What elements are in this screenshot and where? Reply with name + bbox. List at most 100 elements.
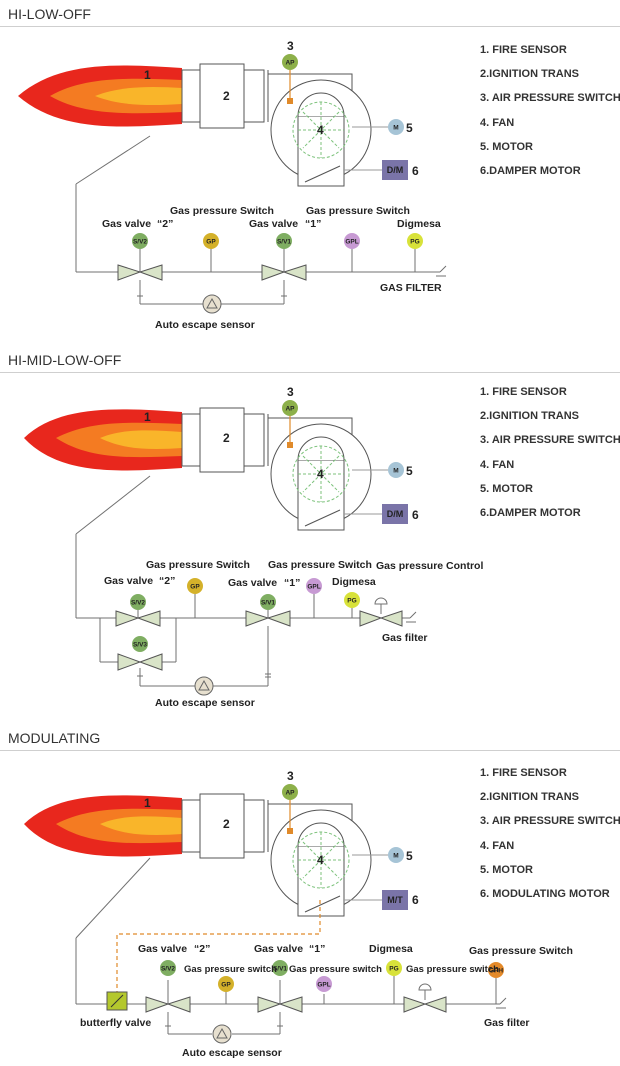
legend-item: 2.IGNITION TRANS (480, 791, 580, 804)
legend-item: 1. FIRE SENSOR (480, 44, 567, 56)
svg-text:Digmesa: Digmesa (369, 943, 413, 955)
label-1: 1 (144, 796, 151, 810)
motor (388, 119, 404, 135)
svg-text:Gas valve: Gas valve (102, 218, 151, 230)
svg-text:Gas pressure Switch: Gas pressure Switch (469, 945, 573, 957)
burner-head (181, 63, 269, 129)
svg-text:AP: AP (285, 406, 295, 413)
gas-valve-2 (117, 264, 163, 281)
svg-text:S/V2: S/V2 (131, 600, 145, 607)
legend-item: 4. FAN (480, 458, 515, 471)
svg-text:Gas pressure Switch: Gas pressure Switch (146, 559, 250, 571)
damper-motor (382, 504, 408, 524)
legend: 1. FIRE SENSOR 2.IGNITION TRANS 3. AIR P… (480, 761, 620, 906)
label-3: 3 (287, 769, 294, 783)
gpl-badge (344, 233, 360, 249)
svg-text:M: M (393, 853, 398, 860)
fan-housing (268, 417, 372, 531)
svg-text:“2”: “2” (159, 575, 175, 587)
svg-text:Gas pressure Switch: Gas pressure Switch (306, 205, 410, 217)
svg-text:Gas pressure switch: Gas pressure switch (289, 964, 382, 975)
legend-item: 6. MODULATING MOTOR (480, 888, 610, 901)
label-1: 1 (144, 410, 151, 424)
svg-text:GP: GP (190, 584, 200, 591)
air-pressure-switch (282, 54, 298, 70)
svg-text:AP: AP (285, 790, 295, 797)
svg-text:Digmesa: Digmesa (332, 576, 376, 588)
burner-head (181, 407, 269, 473)
section-hi-mid-low-off: HI-MID-LOW-OFF 1. FIRE SENSOR 2.IGNITION… (0, 346, 620, 716)
ap-label: AP (285, 60, 295, 67)
legend-item: 6.DAMPER MOTOR (480, 507, 581, 520)
label-5: 5 (406, 121, 413, 135)
auto-escape-sensor (194, 676, 214, 696)
diagram-modulating: 1 2 4 AP 3 M 5 (24, 769, 573, 1059)
svg-text:“2”: “2” (157, 218, 173, 230)
svg-text:Gas valve: Gas valve (104, 575, 153, 587)
label-6: 6 (412, 893, 419, 907)
gas-filter-label: Gas filter (484, 1017, 530, 1029)
dm-label: D/M (387, 165, 404, 175)
svg-text:Gas pressure switch: Gas pressure switch (406, 964, 499, 975)
legend-item: 3. AIR PRESSURE SWITCH (480, 92, 620, 105)
svg-text:D/M: D/M (387, 509, 404, 519)
svg-text:S/V2: S/V2 (161, 966, 175, 973)
label-5: 5 (406, 464, 413, 478)
label-2: 2 (223, 431, 230, 445)
label-3: 3 (287, 39, 294, 53)
sv1-badge (260, 594, 276, 610)
divider (0, 26, 620, 27)
divider (0, 372, 620, 373)
auto-escape-sensor (202, 294, 222, 314)
sv3-badge (132, 636, 148, 652)
air-pressure-switch (282, 784, 298, 800)
label-3: 3 (287, 385, 294, 399)
air-pressure-switch (282, 400, 298, 416)
svg-text:Gas pressure Switch: Gas pressure Switch (268, 559, 372, 571)
svg-text:S/V1: S/V1 (261, 600, 275, 607)
pg-badge (386, 960, 402, 976)
auto-escape-sensor (212, 1024, 232, 1044)
gas-valve-3 (117, 653, 163, 671)
gas-valve-2 (115, 610, 161, 627)
legend: 1. FIRE SENSOR 2.IGNITION TRANS 3. AIR P… (480, 380, 620, 525)
flame (18, 65, 182, 127)
gph-badge (488, 962, 504, 978)
gas-pressure-control-valve (359, 610, 403, 627)
pg-badge (344, 592, 360, 608)
diagram-hi-mid-low-off: 1 2 4 AP 3 M 5 (24, 385, 483, 709)
gp-badge (218, 976, 234, 992)
label-4: 4 (317, 123, 324, 137)
label-5: 5 (406, 849, 413, 863)
svg-text:Gas valve: Gas valve (138, 943, 187, 955)
legend-item: 4. FAN (480, 839, 515, 852)
gas-valve-1 (245, 610, 291, 627)
gas-filter-label: Gas filter (382, 632, 428, 644)
svg-text:S/V3: S/V3 (133, 642, 147, 649)
label-2: 2 (223, 89, 230, 103)
svg-text:PG: PG (410, 239, 419, 246)
legend-item: 2.IGNITION TRANS (480, 410, 580, 423)
fan-housing (268, 803, 372, 917)
legend-item: 3. AIR PRESSURE SWITCH (480, 434, 620, 447)
gp-badge (187, 578, 203, 594)
flame (24, 409, 182, 471)
label-4: 4 (317, 467, 324, 481)
legend-item: 2.IGNITION TRANS (480, 68, 580, 81)
modulating-motor (382, 890, 408, 910)
label-1: 1 (144, 68, 151, 82)
svg-text:M/T: M/T (387, 895, 403, 905)
sv2-badge (130, 594, 146, 610)
modulation-link (116, 900, 321, 992)
section-title: HI-LOW-OFF (8, 6, 91, 22)
flame (24, 795, 182, 857)
label-4: 4 (317, 853, 324, 867)
diagram-hi-low-off: 1 2 4 AP 3 (18, 39, 447, 331)
svg-text:GPL: GPL (307, 584, 320, 591)
legend-item: 1. FIRE SENSOR (480, 767, 567, 779)
motor (388, 462, 404, 478)
legend-item: 5. MOTOR (480, 140, 533, 153)
legend-item: 5. MOTOR (480, 863, 533, 876)
gas-pipe (75, 135, 447, 305)
svg-text:S/V1: S/V1 (277, 239, 291, 246)
